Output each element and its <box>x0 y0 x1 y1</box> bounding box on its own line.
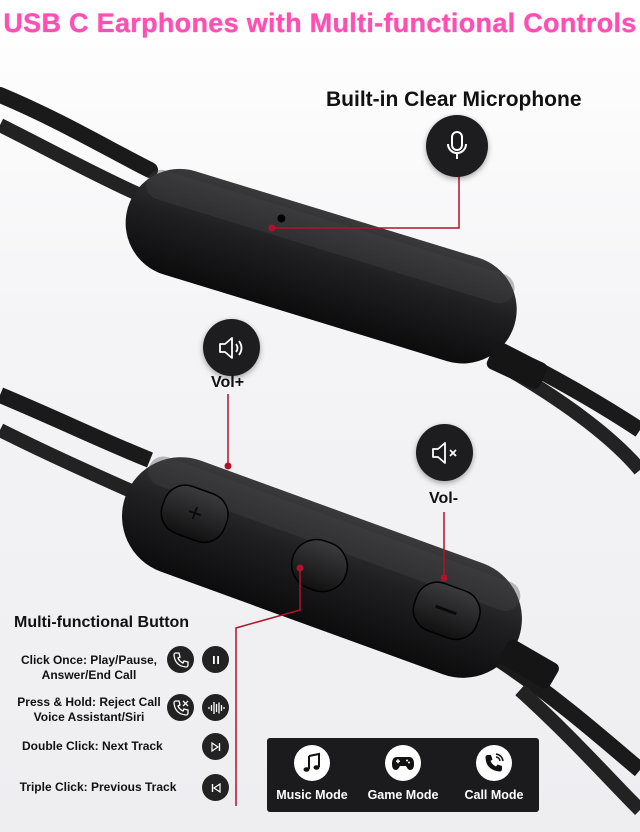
speaker-volume-icon <box>203 319 260 376</box>
pause-icon <box>202 646 229 673</box>
music-note-icon <box>294 745 330 781</box>
mode-game-label: Game Mode <box>367 788 439 802</box>
callout-dots <box>224 224 448 582</box>
upper-remote <box>125 168 517 364</box>
function-item-text: Double Click: Next Track <box>22 739 163 753</box>
microphone-label: Built-in Clear Microphone <box>326 88 582 111</box>
volume-up-label: Vol+ <box>211 374 245 391</box>
mode-music: Music Mode <box>267 738 357 812</box>
function-item-press-hold: Press & Hold: Reject Call Voice Assistan… <box>10 695 168 725</box>
function-item-text: Click Once: Play/Pause, Answer/End Call <box>20 653 158 682</box>
gamepad-icon <box>385 745 421 781</box>
callout-lines <box>227 175 460 806</box>
reject-call-icon <box>167 694 194 721</box>
page-title: USB C Earphones with Multi-functional Co… <box>3 8 637 38</box>
next-track-icon <box>202 733 229 760</box>
function-item-text: Triple Click: Previous Track <box>19 780 177 794</box>
multi-function-title: Multi-functional Button <box>14 614 190 631</box>
mode-call: Call Mode <box>449 738 539 812</box>
mode-game: Game Mode <box>358 738 448 812</box>
phone-icon <box>167 646 194 673</box>
speaker-mute-icon <box>416 424 473 481</box>
function-item-triple-click: Triple Click: Previous Track <box>3 780 193 795</box>
modes-panel: Music Mode Game Mode Call Mode <box>267 738 539 812</box>
phone-call-icon <box>476 745 512 781</box>
function-item-double-click: Double Click: Next Track <box>10 739 192 754</box>
function-item-text: Press & Hold: Reject Call Voice Assistan… <box>17 695 161 724</box>
mode-music-label: Music Mode <box>276 788 348 802</box>
mode-call-label: Call Mode <box>464 788 524 802</box>
previous-track-icon <box>202 774 229 801</box>
microphone-icon <box>426 115 488 177</box>
upper-strain-relief <box>486 343 548 389</box>
lower-strain-relief <box>499 639 559 689</box>
soundwave-icon <box>202 694 229 721</box>
volume-down-label: Vol- <box>429 490 459 507</box>
lower-remote: + <box>122 456 522 678</box>
function-item-click-once: Click Once: Play/Pause, Answer/End Call <box>10 653 168 683</box>
